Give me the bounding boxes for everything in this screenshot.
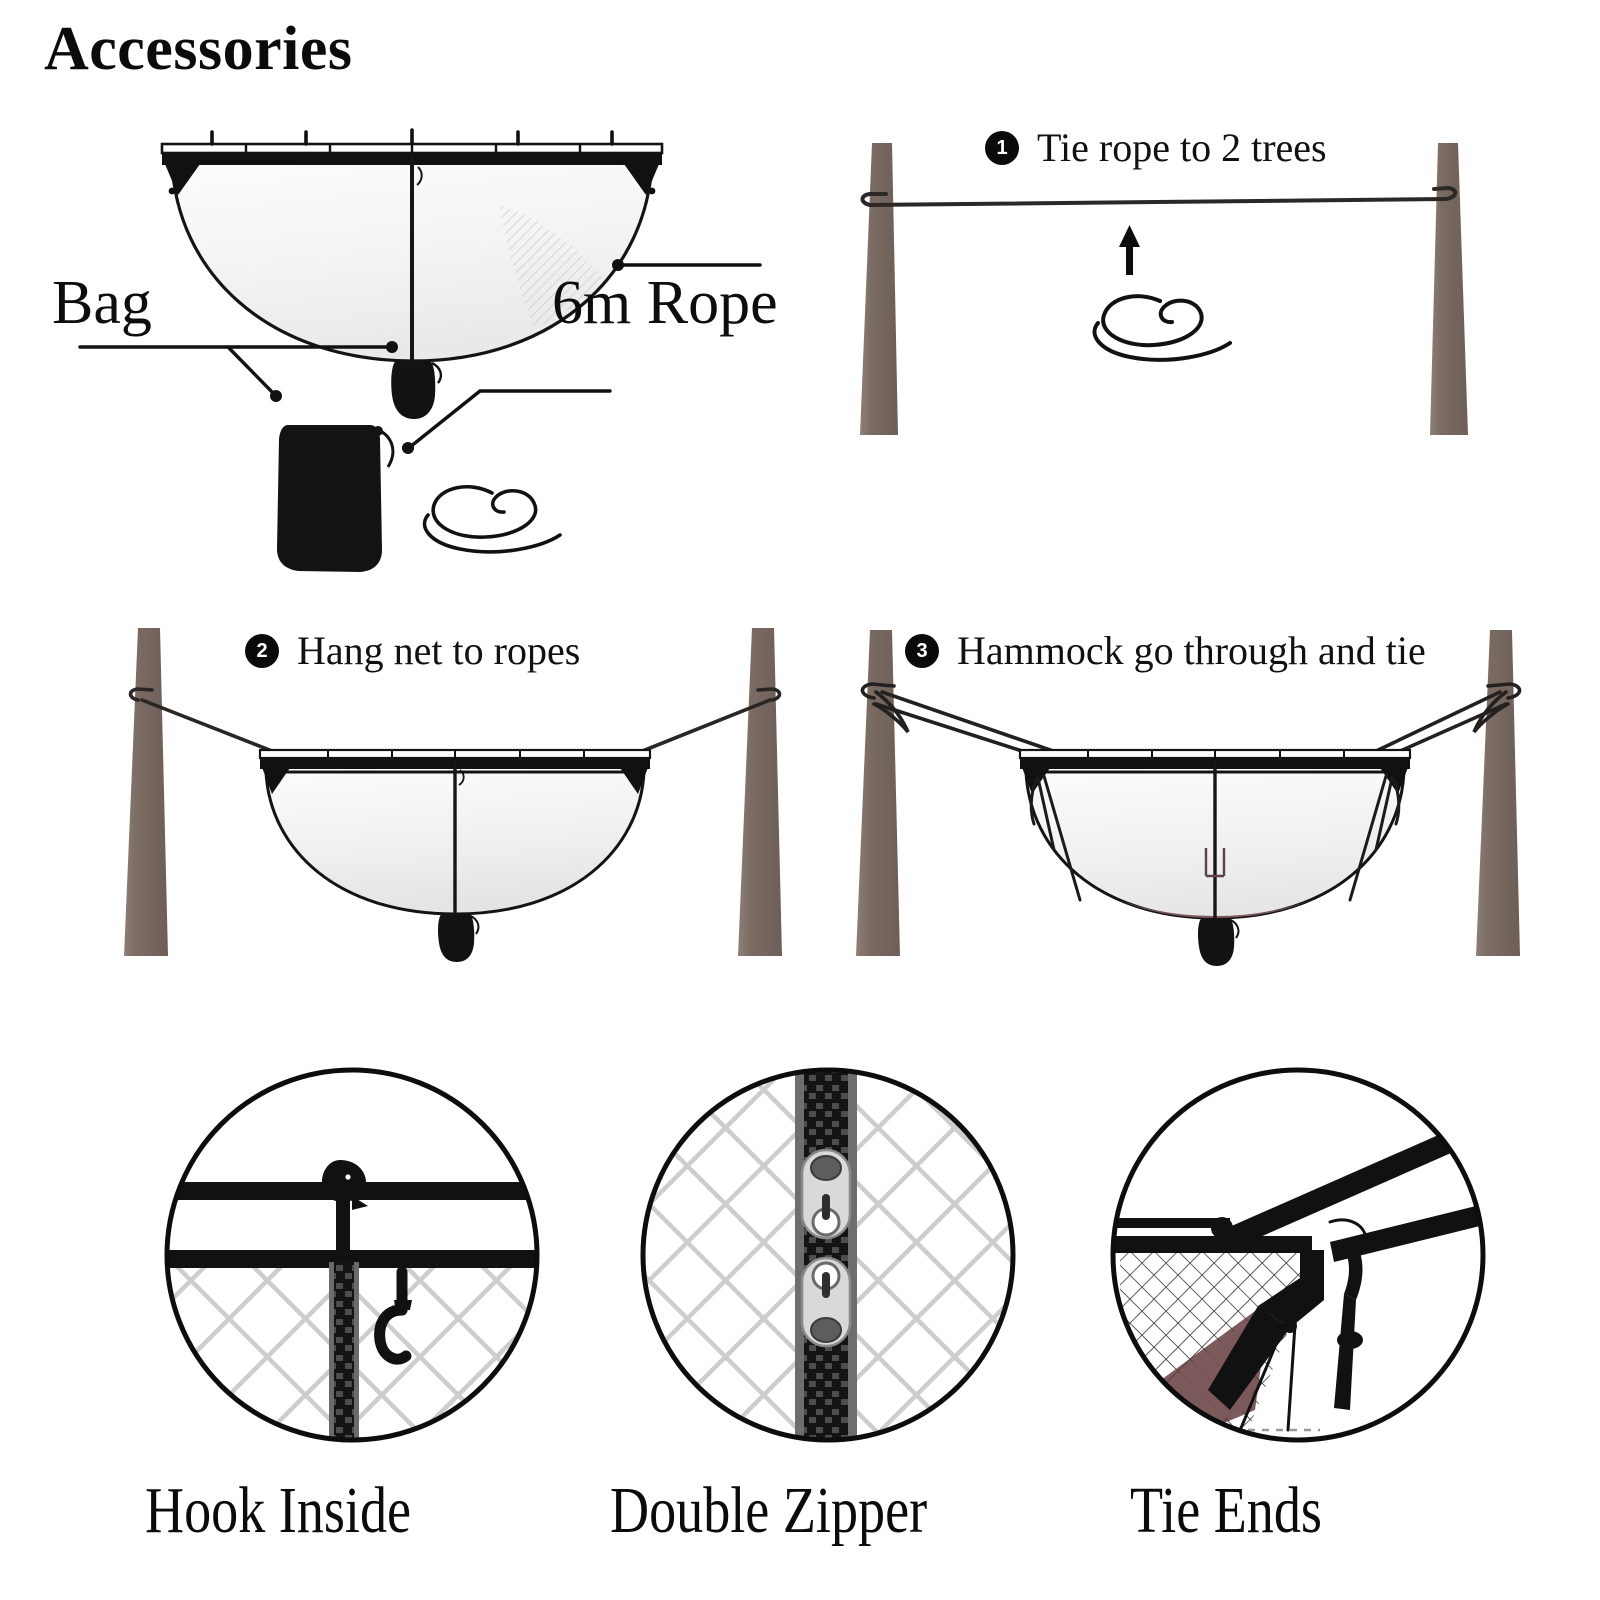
- detail-tie-ends: [1110, 1067, 1486, 1443]
- step-1-text: Tie rope to 2 trees: [1037, 125, 1327, 170]
- up-arrow: [1119, 225, 1140, 275]
- zipper-slider-upper: [800, 1148, 852, 1240]
- stuff-sack-graphic: [277, 425, 395, 572]
- coiled-rope-graphic: [422, 484, 562, 554]
- accessories-panel: [0, 95, 880, 572]
- caption-hook-inside: Hook Inside: [145, 1474, 412, 1547]
- step-2-badge: 2: [245, 634, 279, 668]
- rope-span: [860, 185, 1458, 207]
- tree-trunk-right: [1476, 630, 1520, 956]
- step-2-text: Hang net to ropes: [297, 628, 581, 673]
- net-pouch: [391, 361, 443, 419]
- detail-circles-panel: [0, 1010, 1600, 1600]
- tree-trunk-left: [856, 630, 900, 956]
- tree-trunk-right: [738, 628, 782, 956]
- net-hook-tabs: [210, 128, 614, 146]
- net-pouch: [1198, 918, 1240, 966]
- step-2-panel: [80, 600, 840, 1000]
- step-1-heading: 1 Tie rope to 2 trees: [985, 128, 1327, 168]
- step-3-heading: 3 Hammock go through and tie: [905, 631, 1426, 671]
- coiled-rope-graphic: [1092, 294, 1232, 362]
- label-6m-rope: 6m Rope: [552, 269, 778, 337]
- step-3-panel: [830, 600, 1600, 1000]
- caption-double-zipper: Double Zipper: [610, 1474, 928, 1547]
- caption-tie-ends: Tie Ends: [1130, 1474, 1322, 1547]
- mosquito-net-graphic: [1018, 748, 1412, 966]
- bag-leader-line: [78, 341, 398, 402]
- step-1-badge: 1: [985, 131, 1019, 165]
- net-pouch: [438, 914, 480, 962]
- page-title: Accessories: [44, 15, 353, 83]
- step-1-panel: [830, 95, 1600, 555]
- label-bag: Bag: [52, 269, 152, 337]
- tree-trunk-right: [1430, 143, 1468, 435]
- step-2-heading: 2 Hang net to ropes: [245, 631, 580, 671]
- detail-hook-inside: [164, 1067, 540, 1443]
- rope-leader-line: [402, 259, 762, 454]
- tree-trunk-left: [860, 143, 898, 435]
- step-3-badge: 3: [905, 634, 939, 668]
- detail-double-zipper: [640, 1067, 1016, 1443]
- rope-knots: [860, 682, 1522, 762]
- step-3-text: Hammock go through and tie: [957, 628, 1426, 673]
- tree-trunk-left: [124, 628, 168, 956]
- zipper-slider-lower: [800, 1256, 852, 1348]
- mosquito-net-graphic: [258, 748, 652, 962]
